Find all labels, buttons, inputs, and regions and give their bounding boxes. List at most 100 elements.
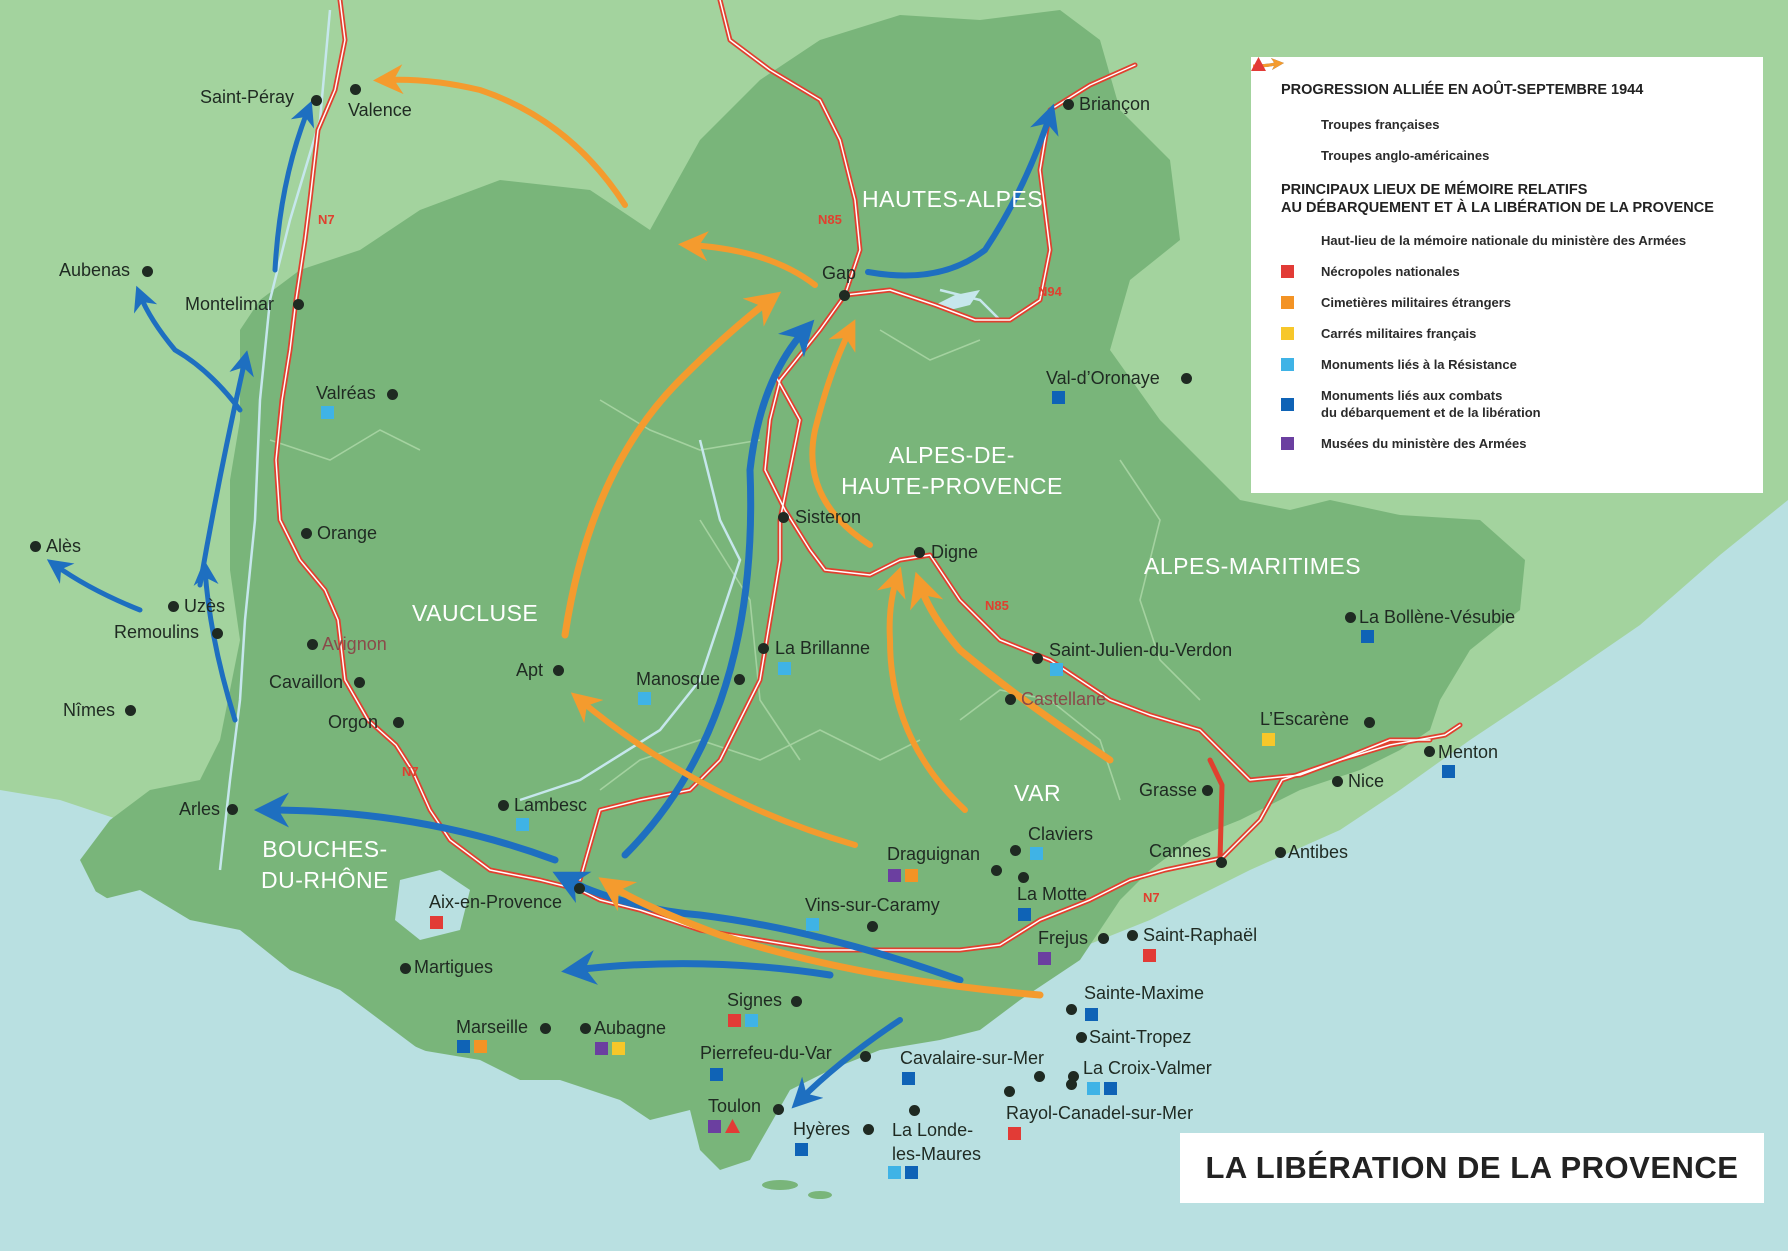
memorial-necropole-saint-raphael bbox=[1143, 949, 1156, 962]
city-dot bbox=[1066, 1079, 1077, 1090]
city-grasse: Grasse bbox=[1139, 780, 1198, 800]
map-title-box: LA LIBÉRATION DE LA PROVENCE bbox=[1180, 1133, 1764, 1203]
city-dot bbox=[142, 266, 153, 277]
city-menton: Menton bbox=[1438, 742, 1499, 762]
island-porquerolles bbox=[762, 1180, 798, 1190]
red-triangle-icon bbox=[1251, 57, 1266, 71]
city-martigues: Martigues bbox=[414, 957, 494, 977]
memorial-necropole-rayol bbox=[1008, 1127, 1021, 1140]
city-dot bbox=[574, 883, 585, 894]
city-dot bbox=[354, 677, 365, 688]
city-dot bbox=[1018, 872, 1029, 883]
memorial-resistance-manosque bbox=[638, 692, 651, 705]
city-dot bbox=[1034, 1071, 1045, 1082]
city-dot bbox=[553, 665, 564, 676]
island-port-cros bbox=[808, 1191, 832, 1199]
city-ales: Alès bbox=[46, 536, 82, 556]
memorial-combats-la-croix bbox=[1104, 1082, 1117, 1095]
city-cavaillon: Cavaillon bbox=[269, 672, 344, 692]
memorial-resistance-claviers bbox=[1030, 847, 1043, 860]
city-dot bbox=[1063, 99, 1074, 110]
city-dot bbox=[909, 1105, 920, 1116]
city-dot bbox=[301, 528, 312, 539]
city-sainte-maxime: Sainte-Maxime bbox=[1084, 983, 1205, 1003]
city-dot bbox=[1076, 1032, 1087, 1043]
legend-heading-progression: PROGRESSION ALLIÉE EN AOÛT-SEPTEMBRE 194… bbox=[1281, 82, 1644, 98]
memorial-combats-marseille bbox=[457, 1040, 470, 1053]
road-label-n85-north: N85 bbox=[818, 212, 842, 227]
city-dot bbox=[293, 299, 304, 310]
road-label-n94: N94 bbox=[1038, 284, 1062, 299]
city-dot bbox=[540, 1023, 551, 1034]
city-lambesc: Lambesc bbox=[514, 795, 588, 815]
legend-combats-line1: Monuments liés aux combats bbox=[1321, 388, 1503, 403]
city-dot bbox=[863, 1124, 874, 1135]
city-antibes: Antibes bbox=[1288, 842, 1349, 862]
city-apt: Apt bbox=[516, 660, 544, 680]
city-dot bbox=[1005, 694, 1016, 705]
memorial-necropole-signes bbox=[728, 1014, 741, 1027]
legend-necropoles-label: Nécropoles nationales bbox=[1321, 264, 1460, 279]
city-montelimar: Montelimar bbox=[185, 294, 275, 314]
city-dot bbox=[773, 1104, 784, 1115]
memorial-combats-hyeres bbox=[795, 1143, 808, 1156]
legend-musees-label: Musées du ministère des Armées bbox=[1321, 436, 1527, 451]
city-pierrefeu-du-var: Pierrefeu-du-Var bbox=[700, 1043, 832, 1063]
region-alpes-maritimes: ALPES-MARITIMES bbox=[1144, 553, 1362, 579]
city-dot bbox=[1332, 776, 1343, 787]
legend-resistance-label: Monuments liés à la Résistance bbox=[1321, 357, 1517, 372]
city-dot bbox=[1424, 746, 1435, 757]
legend-row-carres: Carrés militaires français bbox=[1281, 318, 1739, 349]
city-claviers: Claviers bbox=[1028, 824, 1094, 844]
city-saint-julien-du-verdon: Saint-Julien-du-Verdon bbox=[1049, 640, 1233, 660]
memorial-cimetiere-marseille bbox=[474, 1040, 487, 1053]
memorial-carre-lescarene bbox=[1262, 733, 1275, 746]
city-dot bbox=[791, 996, 802, 1007]
dark-blue-square-icon bbox=[1281, 397, 1294, 411]
city-dot bbox=[1181, 373, 1192, 384]
memorial-cimetiere-draguignan bbox=[905, 869, 918, 882]
anglo-american-troops-arrows bbox=[373, 64, 1114, 999]
city-digne: Digne bbox=[931, 542, 979, 562]
region-var: VAR bbox=[1014, 780, 1062, 806]
purple-square-icon bbox=[1281, 437, 1294, 450]
city-dot bbox=[212, 628, 223, 639]
memorial-resistance-saint-julien bbox=[1050, 663, 1063, 676]
city-lescarene: L’Escarène bbox=[1260, 709, 1350, 729]
city-dot bbox=[393, 717, 404, 728]
region-bouches-du-rhone: BOUCHES- DU-RHÔNE bbox=[246, 834, 404, 896]
memorial-combats-val-doronaye bbox=[1052, 391, 1065, 404]
region-alpes-de-haute-provence: ALPES-DE- HAUTE-PROVENCE bbox=[836, 440, 1068, 502]
memorial-resistance-la-brillanne bbox=[778, 662, 791, 675]
city-dot bbox=[860, 1051, 871, 1062]
legend-haut-lieu-label: Haut-lieu de la mémoire nationale du min… bbox=[1321, 233, 1687, 248]
city-manosque: Manosque bbox=[636, 669, 721, 689]
city-dot bbox=[307, 639, 318, 650]
city-dot bbox=[168, 601, 179, 612]
memorial-resistance-valreas bbox=[321, 406, 334, 419]
city-dot bbox=[914, 547, 925, 558]
city-saint-tropez: Saint-Tropez bbox=[1089, 1027, 1192, 1047]
city-cavalaire-sur-mer: Cavalaire-sur-Mer bbox=[900, 1048, 1045, 1068]
city-aubenas: Aubenas bbox=[59, 260, 131, 280]
city-briancon: Briançon bbox=[1079, 94, 1151, 114]
city-dot bbox=[30, 541, 41, 552]
memorial-combats-pierrefeu bbox=[710, 1068, 723, 1081]
city-dot bbox=[1066, 1004, 1077, 1015]
legend-row-haut-lieu: Haut-lieu de la mémoire nationale du min… bbox=[1251, 57, 1739, 256]
city-uzes: Uzès bbox=[184, 596, 226, 616]
memorial-resistance-la-croix bbox=[1087, 1082, 1100, 1095]
road-label-n7-east: N7 bbox=[1143, 890, 1160, 905]
memorial-combats-cavalaire bbox=[902, 1072, 915, 1085]
city-la-londe-les-maures: La Londe- les-Maures bbox=[892, 1118, 981, 1166]
legend-row-resistance: Monuments liés à la Résistance bbox=[1281, 349, 1739, 380]
region-ahp-line1: ALPES-DE- bbox=[889, 442, 1015, 468]
memorial-musee-toulon bbox=[708, 1120, 721, 1133]
city-dot bbox=[1275, 847, 1286, 858]
road-label-n85-south: N85 bbox=[985, 598, 1009, 613]
city-cannes: Cannes bbox=[1149, 841, 1212, 861]
city-dot bbox=[1345, 612, 1356, 623]
legend-anglo-american-troops-label: Troupes anglo-américaines bbox=[1321, 148, 1490, 163]
city-signes: Signes bbox=[727, 990, 783, 1010]
